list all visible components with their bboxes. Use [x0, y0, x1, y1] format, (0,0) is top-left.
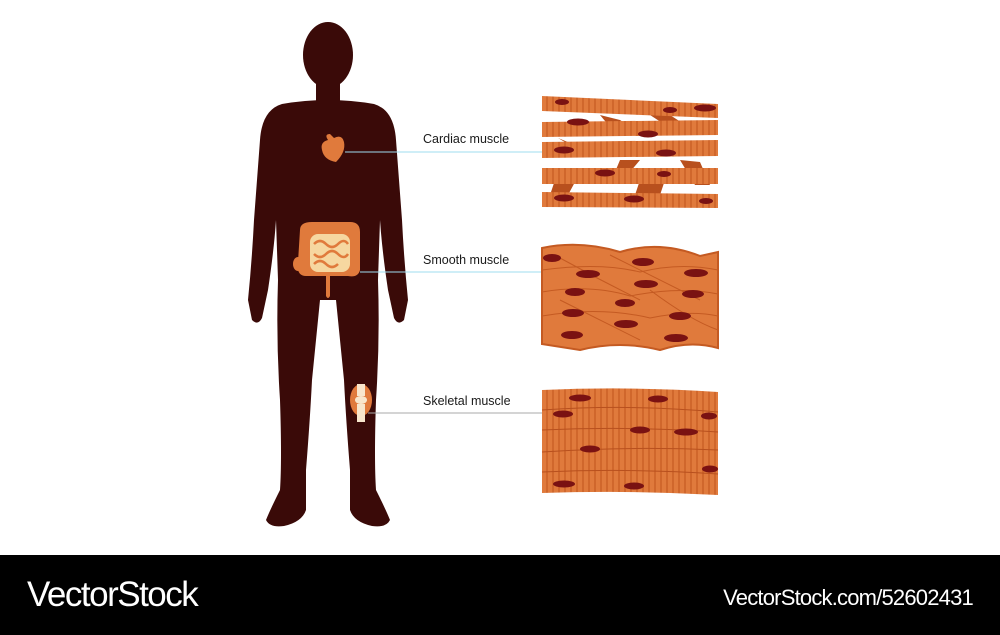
vectorstock-logo: VectorStock [27, 575, 199, 614]
watermark-footer: VectorStock VectorStock.com/52602431 [0, 555, 1000, 635]
skeletal-muscle-tissue [541, 388, 719, 495]
skeletal-muscle-label: Skeletal muscle [423, 394, 511, 408]
cardiac-muscle-tissue [542, 96, 718, 208]
knee-joint-icon [350, 384, 372, 422]
cardiac-muscle-label: Cardiac muscle [423, 132, 510, 146]
heart-icon [321, 134, 345, 162]
image-url: VectorStock.com/52602431 [723, 585, 974, 610]
intestines-icon [293, 222, 360, 298]
smooth-muscle-tissue [541, 243, 719, 352]
smooth-muscle-label: Smooth muscle [423, 253, 510, 267]
human-silhouette [248, 22, 408, 527]
muscle-types-illustration [248, 22, 719, 527]
